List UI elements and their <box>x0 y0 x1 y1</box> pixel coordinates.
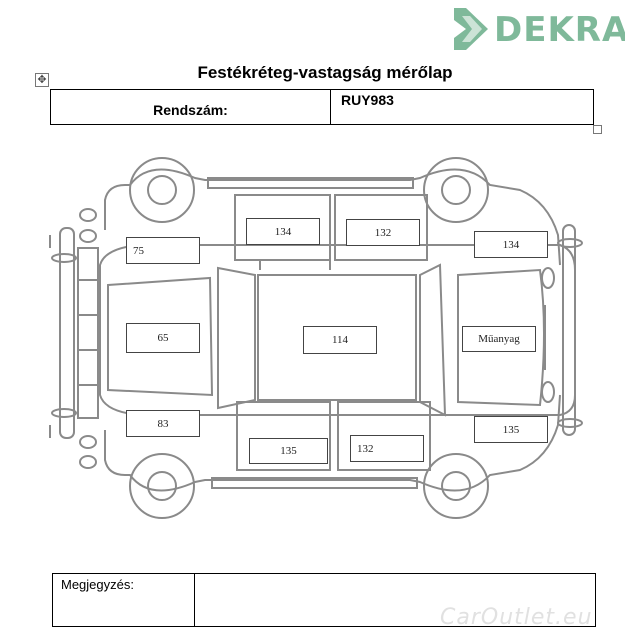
plate-label: Rendszám: <box>50 89 331 125</box>
measurement-rear-center: 65 <box>126 323 200 353</box>
notes-table: Megjegyzés: <box>52 573 596 627</box>
notes-label: Megjegyzés: <box>52 573 195 627</box>
notes-field[interactable] <box>194 573 596 627</box>
logo-text: DEKRA <box>494 10 625 50</box>
measurement-right-door-bottom: 132 <box>350 435 424 462</box>
page-title: Festékréteg-vastagság mérőlap <box>197 63 453 82</box>
dekra-logo-icon <box>454 8 488 50</box>
measurement-right-rear-door-top: 132 <box>346 219 420 246</box>
measurement-front-top: 134 <box>474 231 548 258</box>
measurement-rear-top: 75 <box>126 237 200 264</box>
table-move-handle-icon[interactable]: ✥ <box>35 73 49 87</box>
measurement-rear-bottom: 83 <box>126 410 200 437</box>
car-diagram: 134 132 75 134 65 114 Műanyag 83 135 132… <box>0 140 625 560</box>
table-resize-handle[interactable] <box>593 125 602 134</box>
measurement-front-bottom: 135 <box>474 416 548 443</box>
plate-value[interactable]: RUY983 <box>330 89 594 125</box>
measurement-roof: 114 <box>303 326 377 354</box>
measurement-left-door-bottom: 135 <box>249 438 328 464</box>
dekra-logo: DEKRA <box>452 6 625 52</box>
plate-table: Rendszám: RUY983 <box>50 89 594 125</box>
measurement-left-rear-door-top: 134 <box>246 218 320 245</box>
watermark: CarOutlet.eu <box>440 605 593 630</box>
measurement-front-center: Műanyag <box>462 326 536 352</box>
